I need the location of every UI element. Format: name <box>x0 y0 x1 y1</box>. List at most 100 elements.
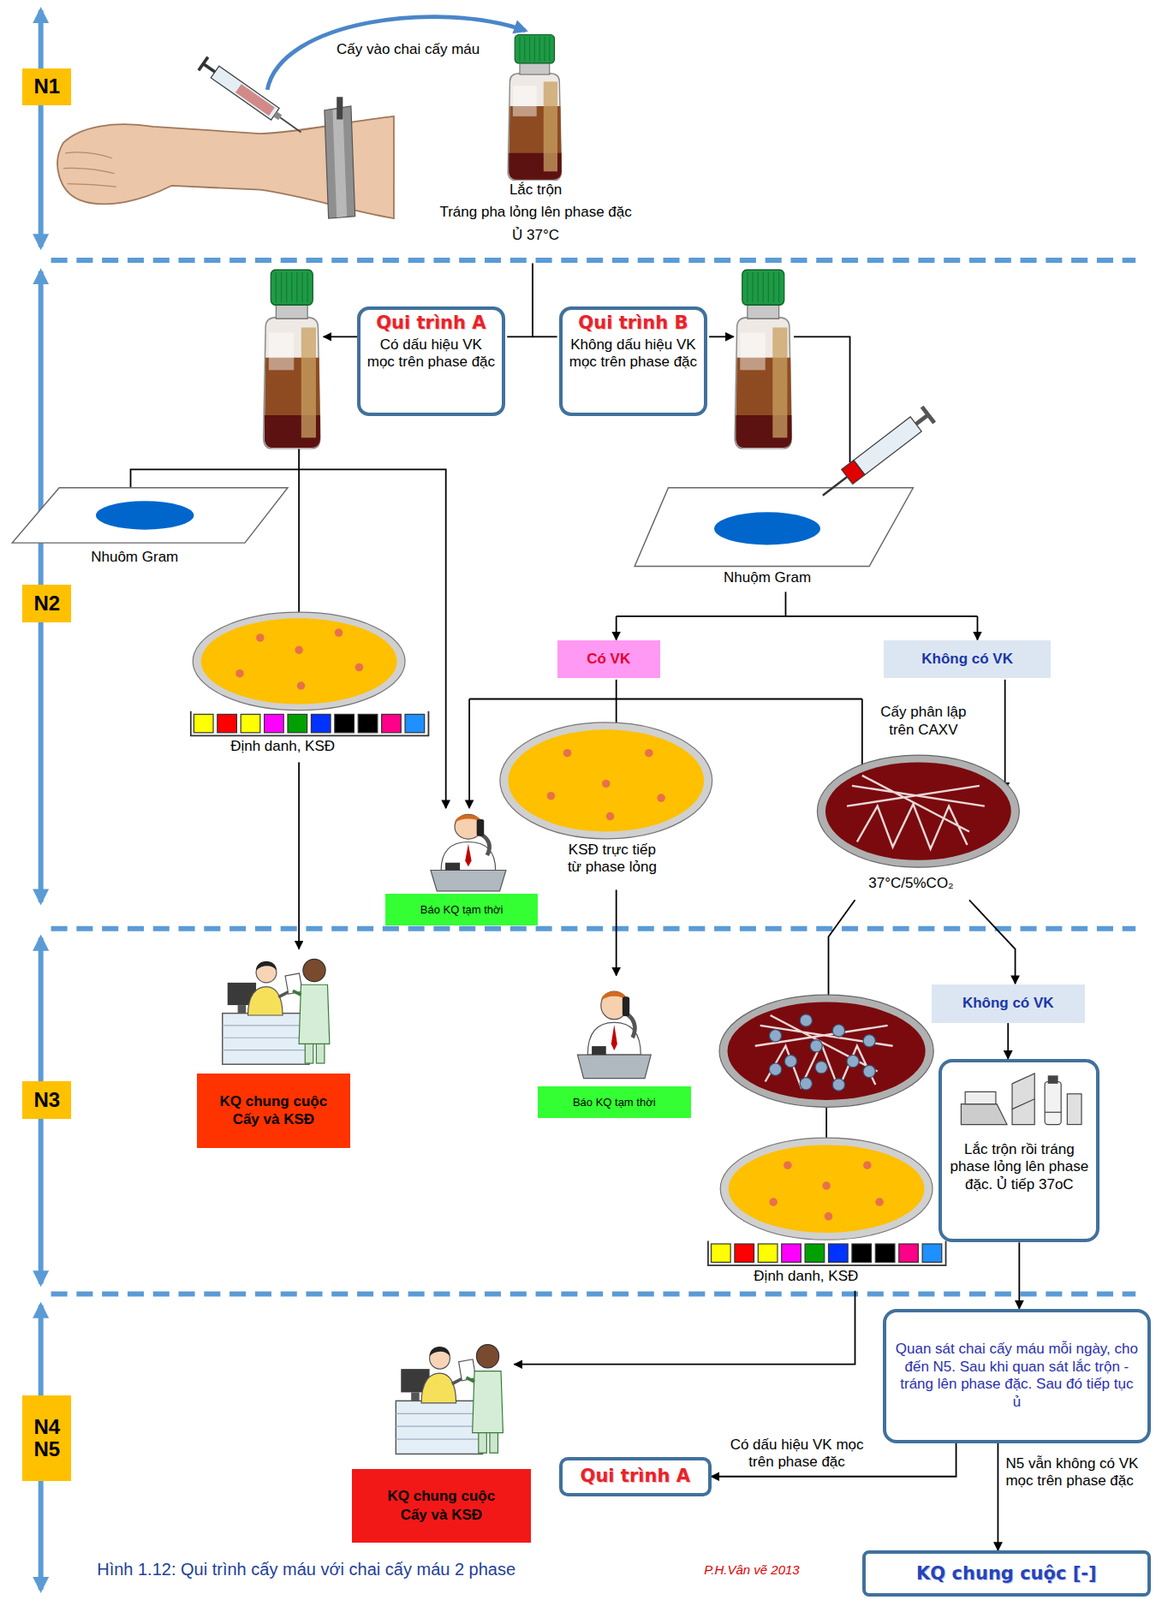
blood-agar-plate <box>825 762 1012 860</box>
flow-line <box>468 698 471 809</box>
petri-dish <box>863 1161 872 1170</box>
day-divider <box>51 1291 1137 1297</box>
gram-slide <box>95 500 194 530</box>
flow-line <box>709 335 734 338</box>
rotator-icon <box>1012 1073 1035 1126</box>
arm-illustration <box>198 57 221 79</box>
blood-agar-plate <box>832 1024 845 1037</box>
box-text: N4 N5 <box>22 1416 72 1462</box>
author-credit: P.H.Vân vẽ 2013 <box>703 1562 853 1579</box>
petri-dish <box>294 646 304 656</box>
petri-dish <box>192 612 933 1240</box>
petri-dish <box>824 1212 834 1222</box>
flow-line <box>297 762 300 949</box>
petri-dish <box>334 628 344 638</box>
petri-dish <box>768 1161 883 1221</box>
final-result-box: KQ chung cuộc Cấy và KSĐ <box>351 1469 531 1544</box>
syringe <box>853 417 922 476</box>
day-box: N3 <box>22 1081 72 1120</box>
identification-strip <box>708 1240 947 1266</box>
box-text: Báo KQ tạm thời <box>572 1096 656 1109</box>
step-note: 37°C/5%CO₂ <box>845 875 978 893</box>
box-heading: Qui trình B <box>578 312 688 334</box>
doctor-figure <box>395 1345 503 1455</box>
gram-slide <box>714 512 821 545</box>
step-note: Ủ 37°C <box>474 226 597 245</box>
day-divider <box>51 926 1137 932</box>
report-box: Báo KQ tạm thời <box>537 1086 692 1119</box>
arm-illustration <box>324 106 356 219</box>
blood-agar-plate <box>846 1054 859 1067</box>
step-note: Định danh, KSĐ <box>196 738 370 756</box>
box-text: Không có VK <box>921 650 1013 668</box>
petri-dish <box>507 729 704 832</box>
doctor-figure <box>430 814 507 891</box>
gram-slide <box>634 488 913 567</box>
flow-line <box>131 263 1016 1365</box>
blood-culture-bottle <box>263 269 321 449</box>
blood-culture-bottle <box>263 35 793 450</box>
identification-strip <box>357 714 378 733</box>
blood-culture-bottle <box>507 35 562 181</box>
step-note: Nhuôm Gram <box>58 548 212 567</box>
petri-dish <box>720 1138 933 1240</box>
petri-dish <box>235 669 245 679</box>
blood-agar-plate <box>863 1035 876 1048</box>
identification-strip <box>190 711 947 1266</box>
rotator-icon <box>1012 1099 1035 1110</box>
blood-culture-bottle <box>734 269 792 449</box>
identification-strip <box>381 714 402 733</box>
petri-dish <box>563 749 573 758</box>
edge-label: N5 vẫn không có VK mọc trên phase đặc <box>1005 1455 1151 1491</box>
flow-line <box>616 615 978 618</box>
flow-line <box>615 889 618 976</box>
identification-strip <box>781 1244 802 1263</box>
box-text: N1 <box>33 75 60 98</box>
blood-agar-plate <box>816 755 1019 868</box>
connector <box>1007 1023 1009 1060</box>
box-text: Qui trình A <box>580 1465 691 1488</box>
day-box: N4 N5 <box>22 1395 72 1482</box>
petri-dish <box>656 793 666 803</box>
timeline-axis <box>38 10 44 248</box>
identification-strip <box>240 714 261 733</box>
blood-agar-plate <box>863 1065 876 1078</box>
blood-agar-plate <box>755 1015 894 1090</box>
identification-strip <box>804 1244 825 1263</box>
result-box: Không có VK <box>931 984 1085 1024</box>
blood-agar-plate <box>768 1030 781 1043</box>
box-text: Quan sát chai cấy máu mỗi ngày, cho đến … <box>894 1340 1139 1413</box>
identification-strip <box>899 1244 919 1263</box>
blood-agar-plate <box>832 1078 845 1091</box>
arm-illustration <box>198 57 306 140</box>
flow-line <box>977 616 979 640</box>
process-box: Lắc trộn rồi tráng phase lỏng lên phase … <box>938 1059 1100 1244</box>
petri-dish <box>256 633 265 643</box>
syringe <box>816 406 936 504</box>
flow-line <box>469 698 863 701</box>
identification-strip <box>287 714 308 733</box>
arm-illustration <box>63 152 117 187</box>
identification-strip <box>922 1244 942 1263</box>
syringe <box>822 476 847 496</box>
petri-dish <box>547 792 556 801</box>
flow-line <box>793 336 851 463</box>
box-text: Không có VK <box>962 995 1055 1013</box>
day-divider <box>51 257 1137 263</box>
petri-dish <box>192 612 406 710</box>
arm-illustration <box>267 17 525 90</box>
identification-strip <box>757 1244 778 1263</box>
arm-illustration <box>280 117 301 132</box>
step-note: Nhuộm Gram <box>691 569 845 587</box>
identification-strip <box>190 711 430 737</box>
day-box: N1 <box>22 68 72 106</box>
identification-strip <box>405 714 425 733</box>
step-note: Lắc trộn <box>413 181 659 199</box>
blood-agar-plate <box>768 1014 876 1091</box>
flow-line <box>785 591 787 617</box>
arm-illustration <box>336 96 343 120</box>
petri-dish <box>822 1181 831 1191</box>
arm-illustration <box>57 17 525 219</box>
identification-strip <box>193 714 214 733</box>
